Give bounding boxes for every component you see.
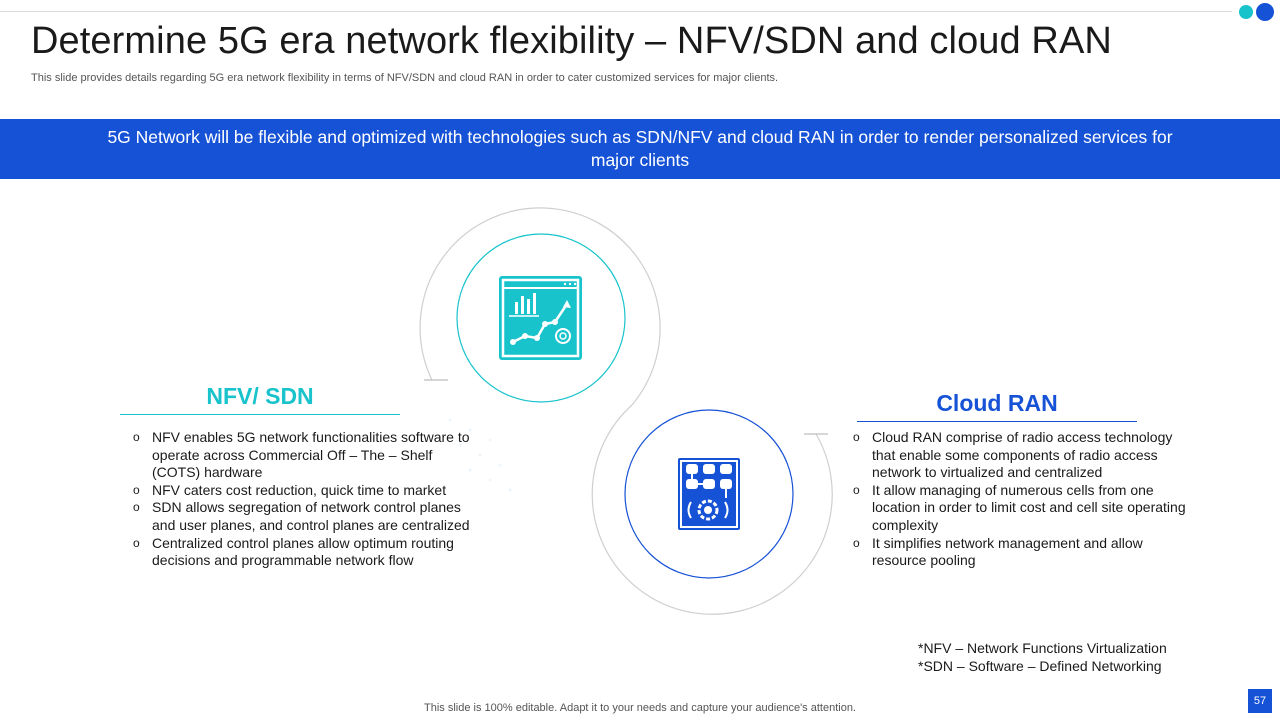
list-item: NFV caters cost reduction, quick time to… bbox=[133, 482, 483, 500]
decor-dot-blue bbox=[1256, 3, 1274, 21]
ran-heading: Cloud RAN bbox=[936, 390, 1058, 416]
list-item: SDN allows segregation of network contro… bbox=[133, 499, 483, 534]
page-subtitle: This slide provides details regarding 5G… bbox=[31, 72, 779, 84]
decor-dot-teal bbox=[1239, 5, 1253, 19]
footnote-sdn: *SDN – Software – Defined Networking bbox=[918, 658, 1162, 674]
footnote-nfv: *NFV – Network Functions Virtualization bbox=[918, 640, 1167, 656]
page-title: Determine 5G era network flexibility – N… bbox=[31, 20, 1112, 62]
nfv-heading-rule bbox=[120, 414, 400, 415]
summary-banner: 5G Network will be flexible and optimize… bbox=[0, 119, 1280, 179]
list-item: It simplifies network management and all… bbox=[853, 535, 1198, 570]
list-item: Cloud RAN comprise of radio access techn… bbox=[853, 429, 1198, 482]
list-item: NFV enables 5G network functionalities s… bbox=[133, 429, 483, 482]
nfv-heading: NFV/ SDN bbox=[206, 383, 314, 409]
banner-text: 5G Network will be flexible and optimize… bbox=[107, 127, 1173, 170]
page-number: 57 bbox=[1248, 689, 1272, 713]
footer-note: This slide is 100% editable. Adapt it to… bbox=[424, 702, 856, 714]
list-item: Centralized control planes allow optimum… bbox=[133, 535, 483, 570]
abbreviation-footnote: *NFV – Network Functions Virtualization … bbox=[918, 639, 1167, 675]
ran-bullet-list: Cloud RAN comprise of radio access techn… bbox=[853, 429, 1198, 570]
list-item: It allow managing of numerous cells from… bbox=[853, 482, 1198, 535]
ran-heading-rule bbox=[857, 421, 1137, 422]
top-divider bbox=[0, 11, 1232, 12]
analytics-chart-icon bbox=[499, 276, 582, 360]
nfv-bullet-list: NFV enables 5G network functionalities s… bbox=[133, 429, 483, 570]
network-gear-icon bbox=[678, 458, 740, 530]
